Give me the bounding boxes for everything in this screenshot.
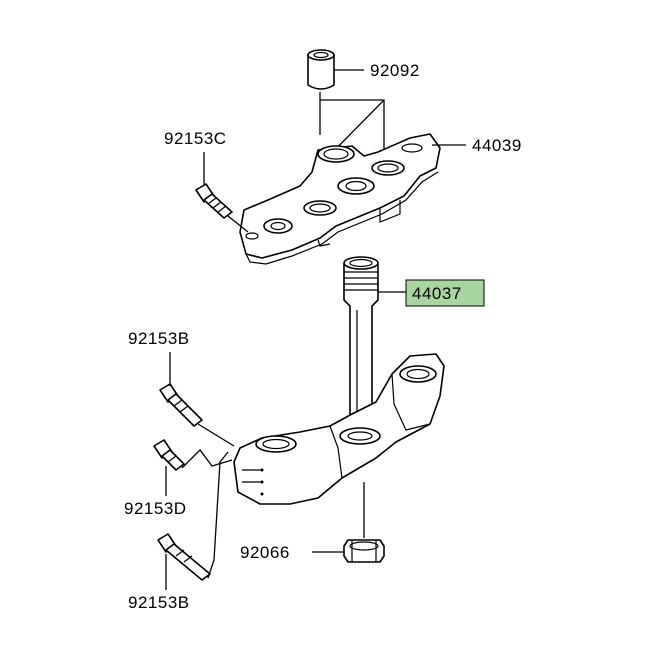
label-92092: 92092 (370, 61, 420, 80)
label-92066: 92066 (240, 543, 290, 562)
label-44037-highlight (405, 279, 485, 307)
steering-stem-44037[interactable] (343, 256, 379, 421)
bushing-92092[interactable] (307, 49, 335, 90)
label-92153D: 92153D (124, 499, 187, 518)
nut-92066[interactable] (343, 539, 385, 563)
label-92153B-bottom: 92153B (128, 593, 190, 612)
label-92153C: 92153C (164, 129, 227, 148)
label-92153B-top: 92153B (128, 329, 190, 348)
bolt-92153B-top[interactable] (159, 383, 203, 427)
bolt-92153C[interactable] (195, 183, 233, 219)
label-44037: 44037 (412, 284, 462, 303)
lower-bracket (233, 353, 445, 505)
upper-bracket-44039[interactable] (239, 133, 441, 265)
leader-92153D-to-bracket (181, 449, 233, 469)
leader-92153B-bottom-to-bracket (207, 451, 229, 579)
label-44039: 44039 (472, 136, 522, 155)
bolt-92153D[interactable] (153, 439, 185, 471)
leader-92153B-top-to-bracket (197, 423, 235, 447)
leader-92153C-to-bracket (227, 215, 249, 233)
